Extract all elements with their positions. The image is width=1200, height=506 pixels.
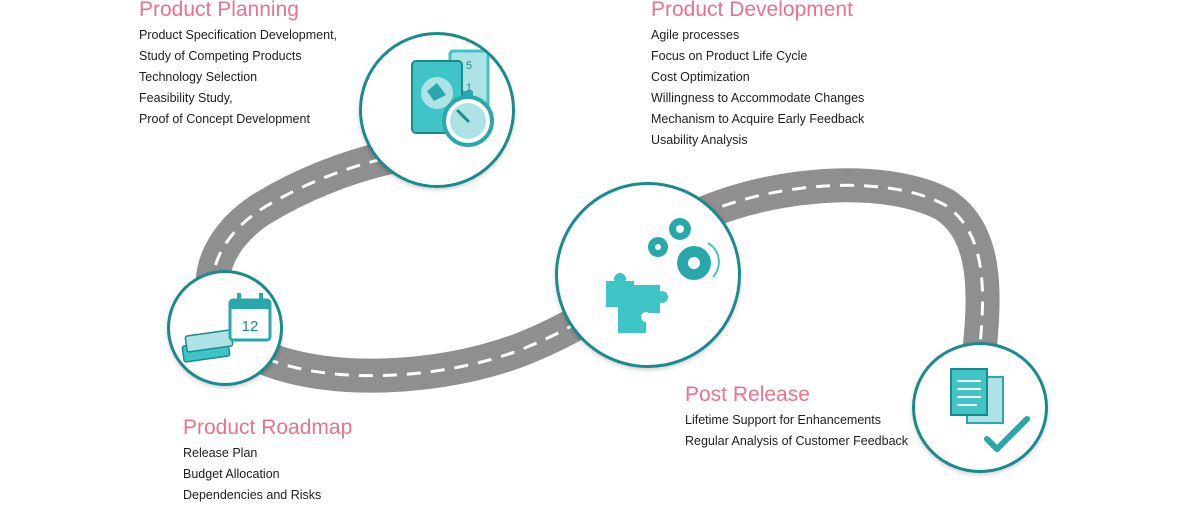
planning-item: Product Specification Development, (139, 28, 338, 42)
planning-section: Product Planning Product Specification D… (139, 0, 337, 130)
planning-item: Feasibility Study, (139, 91, 233, 105)
development-title: Product Development (651, 0, 853, 21)
roadmap-item: Release Plan (183, 446, 258, 460)
stopwatch-icon: 5 1 (411, 49, 494, 147)
development-section: Product Development Agile processes Focu… (651, 0, 864, 151)
development-item: Usability Analysis (651, 133, 748, 147)
development-node (555, 182, 741, 368)
planning-node: 5 1 (359, 32, 515, 188)
card-number-top: 5 (466, 60, 472, 72)
post-release-item: Regular Analysis of Customer Feedback (685, 434, 909, 448)
gears-puzzle-icon (606, 218, 720, 333)
calendar-day: 12 (242, 318, 259, 335)
roadmap-section: Product Roadmap Release Plan Budget Allo… (183, 416, 352, 506)
development-item: Cost Optimization (651, 70, 750, 84)
post-release-section: Post Release Lifetime Support for Enhanc… (685, 383, 908, 452)
roadmap-node: 12 (167, 270, 283, 386)
planning-item: Study of Competing Products (139, 49, 302, 63)
planning-item: Technology Selection (139, 70, 258, 84)
card-number-bottom: 1 (466, 82, 472, 94)
post-release-title: Post Release (685, 383, 810, 406)
calendar-money-icon: 12 (181, 293, 272, 363)
roadmap-item: Budget Allocation (183, 467, 280, 481)
development-item: Willingness to Accommodate Changes (651, 91, 865, 105)
roadmap-title: Product Roadmap (183, 416, 353, 439)
documents-check-icon (950, 368, 1030, 452)
development-item: Agile processes (651, 28, 740, 42)
post-release-node (912, 342, 1048, 473)
development-item: Mechanism to Acquire Early Feedback (651, 112, 865, 126)
planning-title: Product Planning (139, 0, 299, 21)
roadmap-item: Dependencies and Risks (183, 488, 322, 502)
planning-item: Proof of Concept Development (139, 112, 310, 126)
development-item: Focus on Product Life Cycle (651, 49, 808, 63)
post-release-item: Lifetime Support for Enhancements (685, 413, 881, 427)
